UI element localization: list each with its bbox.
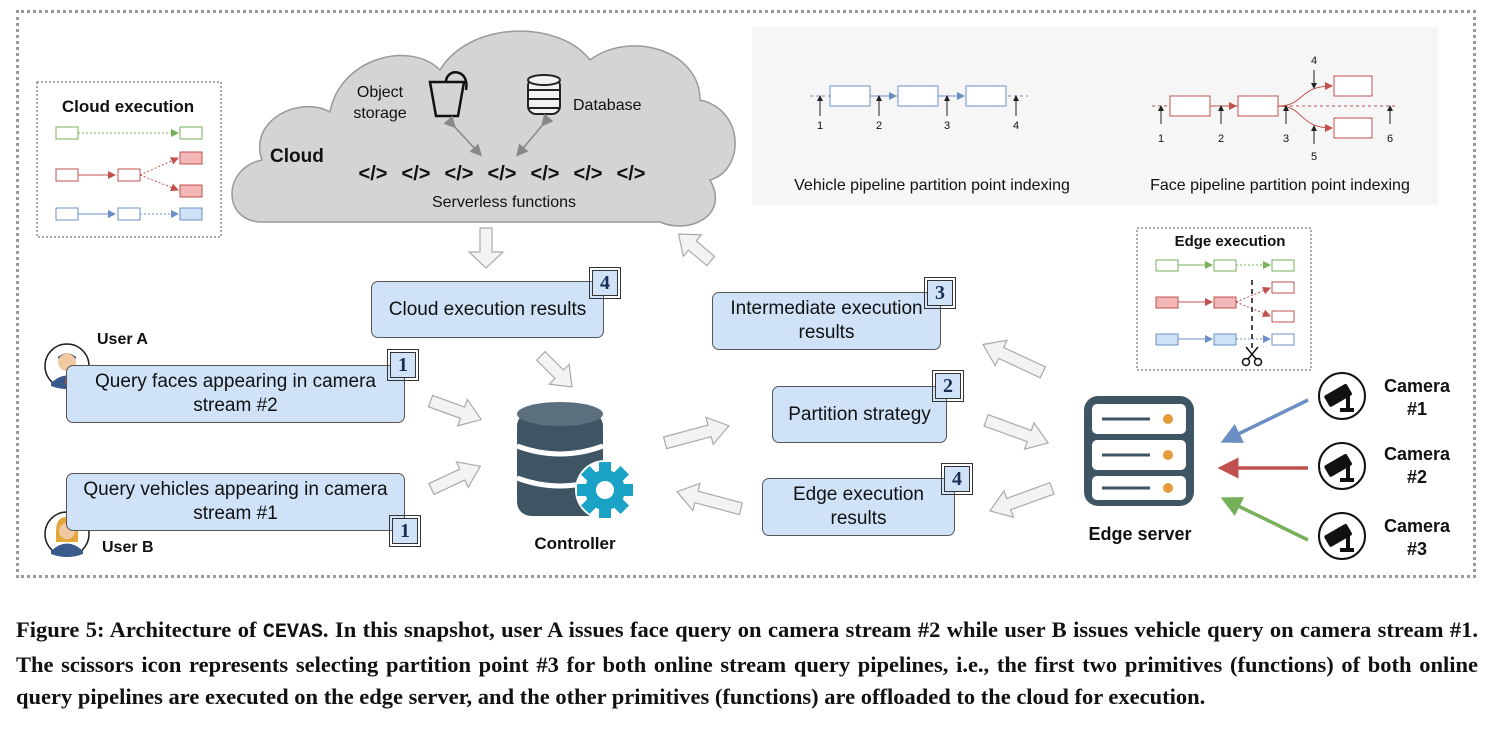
caption-system-name: CEVAS <box>262 621 323 644</box>
edge-results-box: Edge execution results <box>762 478 955 536</box>
edge-execution-legend: Edge execution <box>1136 227 1312 371</box>
code-icon: </> <box>574 163 603 185</box>
svg-text:6: 6 <box>1387 133 1393 145</box>
svg-text:4: 4 <box>1311 55 1317 67</box>
svg-text:Cloud execution: Cloud execution <box>62 97 194 116</box>
cloud-results-label: Cloud execution results <box>388 298 587 320</box>
code-icon: </> <box>488 163 517 185</box>
partition-indexing-panel: 1 2 3 4 Vehicle pipeline partition point… <box>752 27 1438 205</box>
gear-icon <box>575 460 635 520</box>
user-b-label: User B <box>102 539 154 556</box>
svg-text:2: 2 <box>1218 133 1224 145</box>
camera-3-number: #3 <box>1407 539 1427 559</box>
code-icon: </> <box>531 163 560 185</box>
query-a-label-2: stream #2 <box>193 395 278 416</box>
cloud-label: Cloud <box>270 146 324 167</box>
query-b-label-1: Query vehicles appearing in camera <box>83 479 388 500</box>
code-icon: </> <box>445 163 474 185</box>
query-b-label-2: stream #1 <box>193 503 278 524</box>
edge-results-label-1: Edge execution <box>793 484 924 505</box>
serverless-label: Serverless functions <box>432 194 576 211</box>
step-badge-4: 4 <box>941 463 973 495</box>
camera-3-link <box>1220 497 1309 542</box>
intermediate-label-2: results <box>798 322 855 343</box>
figure-caption: Figure 5: Architecture of CEVAS. In this… <box>16 614 1478 713</box>
caption-label: Figure 5: Architecture of <box>16 617 257 642</box>
intermediate-label-1: Intermediate execution <box>730 298 923 319</box>
caption-text: . In this snapshot, user A issues face q… <box>16 617 1478 709</box>
partition-strategy-box: Partition strategy <box>772 386 947 443</box>
camera-icon <box>1318 442 1366 490</box>
code-icon: </> <box>617 163 646 185</box>
svg-text:2: 2 <box>876 120 882 132</box>
flow-arrows <box>427 227 1055 519</box>
step-badge-1: 1 <box>389 515 421 547</box>
camera-icon <box>1318 512 1366 560</box>
svg-text:Edge execution: Edge execution <box>1175 233 1286 250</box>
storage-links <box>443 113 554 157</box>
controller-label: Controller <box>534 534 616 553</box>
code-icons: </> </> </> </> </> </> </> <box>359 163 646 185</box>
object-storage-label-2: storage <box>353 105 406 122</box>
flow-arrow-down <box>467 227 505 269</box>
diagram-frame <box>16 10 1476 578</box>
cloud-shape <box>231 30 736 227</box>
step-badge-3: 3 <box>924 277 956 309</box>
intermediate-results-box: Intermediate execution results <box>712 292 941 350</box>
database-icon <box>527 74 561 115</box>
camera-icon <box>1318 372 1366 420</box>
camera-2-label: Camera <box>1384 444 1451 464</box>
user-a-label: User A <box>97 331 148 348</box>
code-icon: </> <box>402 163 431 185</box>
edge-results-label-2: results <box>830 508 887 529</box>
query-a-box: Query faces appearing in camera stream #2 <box>66 365 405 423</box>
database-label: Database <box>573 97 642 114</box>
camera-3-label: Camera <box>1384 516 1451 536</box>
step-badge-4: 4 <box>589 267 621 299</box>
face-pipeline-caption: Face pipeline partition point indexing <box>1150 177 1410 194</box>
query-b-box: Query vehicles appearing in camera stream… <box>66 473 405 531</box>
query-a-label-1: Query faces appearing in camera <box>95 371 376 392</box>
object-storage-label-1: Object <box>357 84 404 101</box>
cloud-execution-legend: Cloud execution <box>36 81 222 238</box>
architecture-diagram: Cloud Object storage Database Serverless… <box>36 27 1452 560</box>
camera-1-number: #1 <box>1407 399 1427 419</box>
svg-text:3: 3 <box>1283 133 1289 145</box>
svg-text:3: 3 <box>944 120 950 132</box>
camera-1-link <box>1220 398 1309 443</box>
cloud-results-box: Cloud execution results <box>371 281 604 338</box>
code-icon: </> <box>359 163 388 185</box>
step-badge-2: 2 <box>932 370 964 402</box>
camera-1-label: Camera <box>1384 376 1451 396</box>
partition-strategy-label: Partition strategy <box>788 403 931 425</box>
vehicle-pipeline-caption: Vehicle pipeline partition point indexin… <box>794 177 1070 194</box>
edge-server-icon <box>1084 396 1194 506</box>
camera-2-number: #2 <box>1407 467 1427 487</box>
svg-text:4: 4 <box>1013 120 1019 132</box>
step-badge-1: 1 <box>387 349 419 381</box>
svg-text:1: 1 <box>1158 133 1164 145</box>
edge-server-label: Edge server <box>1088 524 1191 544</box>
scissors-icon <box>1241 346 1263 367</box>
svg-text:1: 1 <box>817 120 823 132</box>
svg-text:5: 5 <box>1311 151 1317 163</box>
